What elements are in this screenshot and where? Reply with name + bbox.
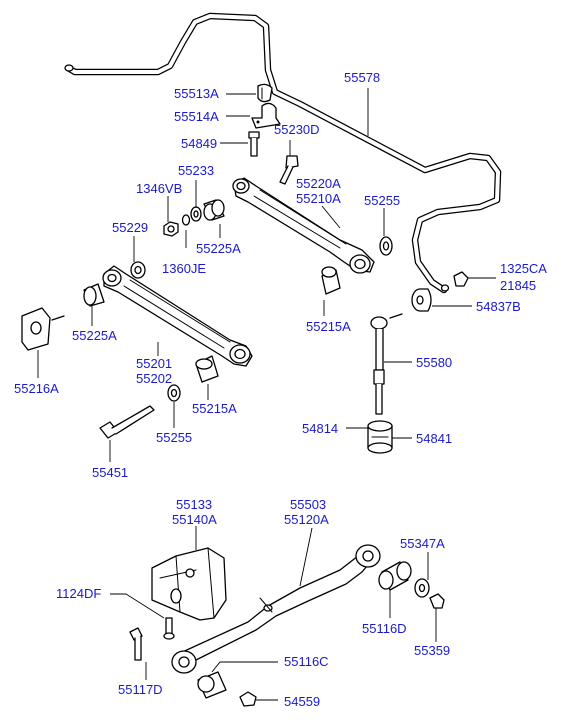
- label-55233: 55233: [178, 163, 214, 178]
- label-1124df: 1124DF: [56, 586, 101, 601]
- label-54559: 54559: [284, 694, 320, 709]
- leader-lines: [37, 88, 496, 701]
- label-54814: 54814: [302, 421, 338, 436]
- part-number-labels: 55578 55513A 55514A 54849 55230D 55233 1…: [14, 70, 547, 709]
- bushing-54841[interactable]: [367, 420, 393, 454]
- label-55116d: 55116D: [362, 621, 407, 636]
- label-55359: 55359: [414, 643, 450, 658]
- bolt-54849[interactable]: [248, 131, 260, 157]
- nut-55229[interactable]: [130, 261, 146, 279]
- label-55215a-lower: 55215A: [192, 401, 237, 416]
- bracket-55216a[interactable]: [21, 307, 65, 351]
- label-55216a: 55216A: [14, 381, 59, 396]
- stabilizer-bar[interactable]: [64, 12, 502, 294]
- label-55255-upper: 55255: [364, 193, 400, 208]
- nut-1325ca[interactable]: [453, 271, 469, 287]
- label-54837b: 54837B: [476, 299, 521, 314]
- upper-arm-55220a[interactable]: [232, 177, 375, 274]
- label-1325ca: 1325CA: [500, 261, 547, 276]
- label-55225a-upper: 55225A: [196, 241, 241, 256]
- label-55451: 55451: [92, 465, 128, 480]
- bushing-55116c[interactable]: [197, 671, 227, 699]
- label-55116c: 55116C: [284, 654, 329, 669]
- washer-55255-upper[interactable]: [379, 236, 393, 256]
- label-55347a: 55347A: [400, 536, 445, 551]
- bushing-55215a-lower[interactable]: [195, 355, 219, 383]
- label-21845: 21845: [500, 278, 536, 293]
- bar-bushing-55513a[interactable]: [257, 83, 273, 103]
- label-55140a: 55140A: [172, 512, 217, 527]
- bushing-55225a-upper[interactable]: [203, 199, 225, 221]
- label-55120a: 55120A: [284, 512, 329, 527]
- bolt-55230d[interactable]: [279, 155, 299, 185]
- bolt-1124df[interactable]: [163, 617, 175, 640]
- label-55220a: 55220A: [296, 176, 341, 191]
- label-55513a: 55513A: [174, 86, 219, 101]
- washer-55255-lower[interactable]: [167, 384, 181, 402]
- washer-1360je[interactable]: [181, 214, 191, 226]
- label-55225a-lower: 55225A: [72, 328, 117, 343]
- label-55202: 55202: [136, 371, 172, 386]
- nut-54559[interactable]: [239, 691, 257, 707]
- bolt-55117d[interactable]: [129, 627, 143, 661]
- bolt-55451[interactable]: [99, 405, 155, 439]
- bracket-55133[interactable]: [151, 547, 227, 621]
- stabilizer-link-55580[interactable]: [370, 313, 403, 415]
- label-55578: 55578: [344, 70, 380, 85]
- nut-55359[interactable]: [429, 593, 445, 609]
- label-55215a-upper: 55215A: [306, 319, 351, 334]
- label-55230d: 55230D: [274, 122, 320, 137]
- label-55201: 55201: [136, 356, 172, 371]
- label-1346vb: 1346VB: [136, 181, 182, 196]
- label-1360je: 1360JE: [162, 261, 206, 276]
- lower-arm-55201[interactable]: [102, 265, 253, 367]
- washer-55233[interactable]: [190, 206, 202, 222]
- label-55514a: 55514A: [174, 109, 219, 124]
- washer-55347a[interactable]: [414, 578, 430, 598]
- bushing-55116d[interactable]: [378, 561, 412, 591]
- bushing-55225a-lower[interactable]: [83, 283, 105, 307]
- trailing-arm-55503[interactable]: [171, 544, 381, 674]
- bar-bracket-55514a[interactable]: [251, 102, 281, 129]
- label-54841: 54841: [416, 431, 452, 446]
- label-55117d: 55117D: [118, 682, 163, 697]
- label-54849: 54849: [181, 136, 217, 151]
- nut-1346vb[interactable]: [163, 221, 179, 237]
- label-55229: 55229: [112, 220, 148, 235]
- label-55580: 55580: [416, 355, 452, 370]
- label-55255-lower: 55255: [156, 430, 192, 445]
- label-55210a: 55210A: [296, 191, 341, 206]
- label-55133: 55133: [176, 497, 212, 512]
- bushing-54837b[interactable]: [411, 288, 432, 312]
- bushing-55215a-upper[interactable]: [321, 266, 341, 295]
- label-55503: 55503: [290, 497, 326, 512]
